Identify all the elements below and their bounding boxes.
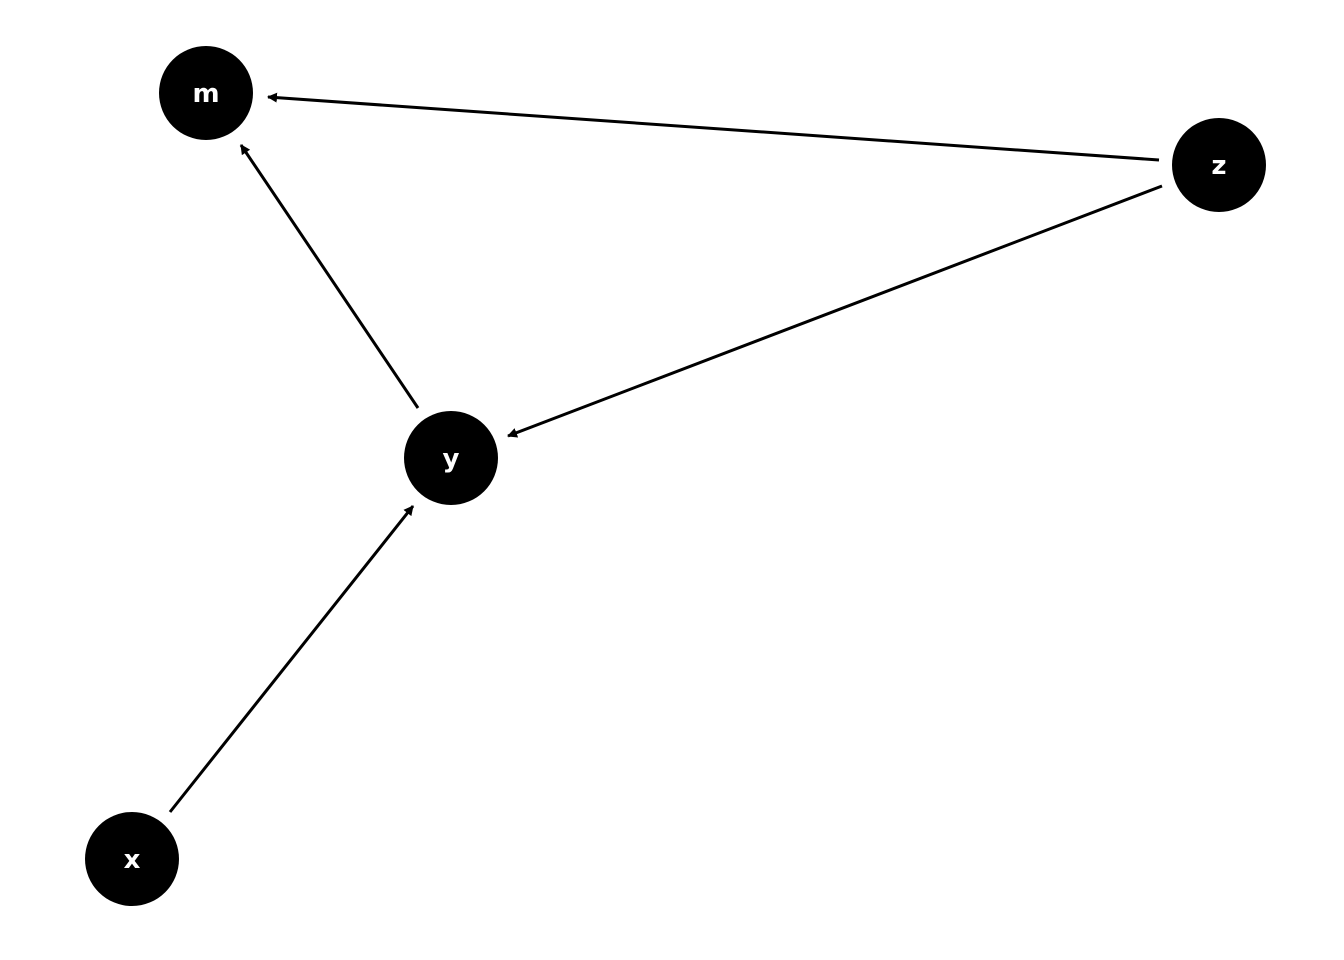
edge-z-to-y: [507, 184, 1163, 438]
node-y: y: [404, 411, 498, 505]
edge-x-to-y: [168, 505, 415, 813]
node-m-label: m: [192, 79, 219, 109]
node-m: m: [159, 46, 253, 140]
edge-z-to-m: [267, 92, 1160, 162]
edge-y-to-m: [239, 144, 420, 409]
node-z: z: [1172, 118, 1266, 212]
node-x-label: x: [124, 845, 141, 875]
node-z-label: z: [1211, 151, 1226, 181]
node-x: x: [85, 812, 179, 906]
node-y-label: y: [443, 444, 460, 474]
